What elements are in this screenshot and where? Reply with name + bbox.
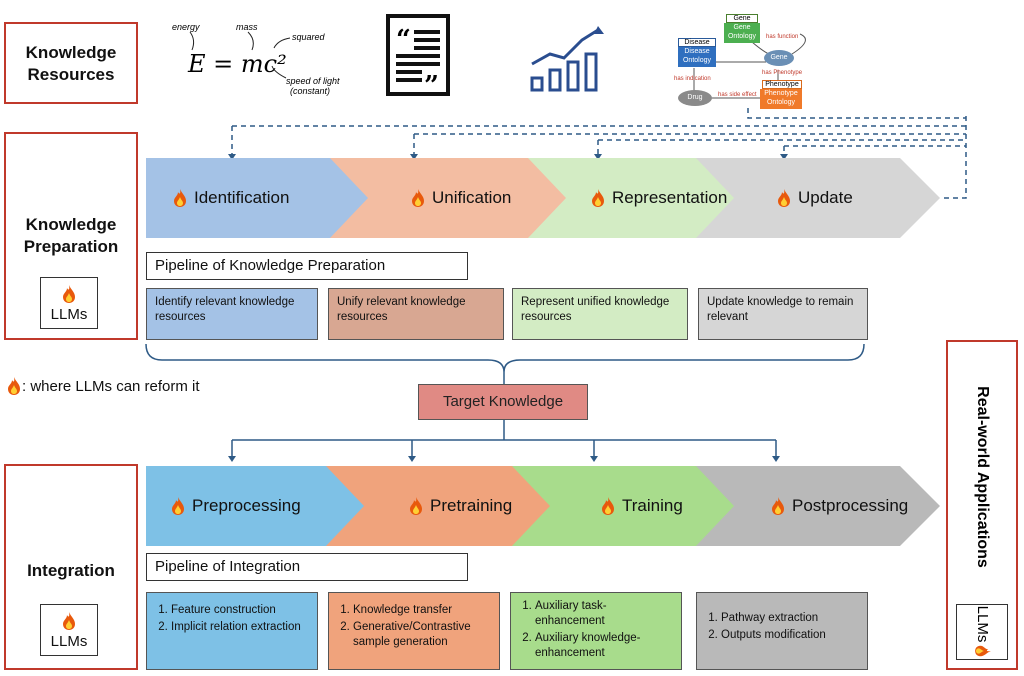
- knowledge-resources-label: Knowledge Resources: [25, 43, 117, 84]
- integration-desc-postprocessing: Pathway extraction Outputs modification: [696, 592, 868, 670]
- flame-icon: [975, 646, 991, 657]
- representation-stage: Representation: [590, 188, 727, 208]
- drug-node: Drug: [678, 90, 712, 106]
- flame-icon: [592, 189, 604, 207]
- flame-icon: [174, 189, 186, 207]
- has-function-label: has function: [766, 34, 799, 40]
- real-world-llms-rotated: LLMs: [974, 602, 992, 662]
- representation-chevron: [528, 158, 738, 238]
- flame-icon: [772, 497, 784, 515]
- postprocessing-stage: Postprocessing: [770, 496, 908, 516]
- pretraining-chevron: [326, 466, 566, 546]
- list-item: Generative/Contrastive sample generation: [353, 620, 491, 650]
- prep-pipeline-title: Pipeline of Knowledge Preparation: [146, 252, 468, 280]
- feedback-dashed-connectors: [228, 108, 967, 199]
- prep-desc-unify: Unify relevant knowledge resources: [328, 288, 504, 340]
- energy-annotation: energy: [172, 22, 200, 32]
- list-item: Outputs modification: [721, 628, 859, 643]
- flame-icon: [8, 377, 20, 395]
- preprocessing-label: Preprocessing: [192, 496, 301, 515]
- list-item: Auxiliary task-enhancement: [535, 599, 673, 629]
- integration-llms-box: LLMs: [40, 604, 98, 656]
- flame-icon: [63, 285, 75, 303]
- prep-llms-label: LLMs: [50, 306, 88, 323]
- speed-annotation-line1: speed of light: [286, 76, 340, 86]
- pretraining-label: Pretraining: [430, 496, 513, 515]
- flame-legend: : where LLMs can reform it: [6, 376, 200, 396]
- document-quote-icon: “ ”: [386, 14, 450, 96]
- flame-icon: [412, 189, 424, 207]
- equation-text: E = mc²: [188, 50, 287, 78]
- formula-graphic: energy mass squared E = mc² speed of lig…: [160, 14, 340, 100]
- legend-text: : where LLMs can reform it: [22, 377, 200, 395]
- representation-label: Representation: [612, 188, 728, 207]
- knowledge-resources-box: [4, 22, 138, 104]
- update-chevron: [696, 158, 940, 238]
- gene-node: Gene: [764, 50, 794, 66]
- brace-and-connectors: [145, 343, 865, 462]
- prep-desc-identify: Identify relevant knowledge resources: [146, 288, 318, 340]
- real-world-llms-box: LLMs: [956, 604, 1008, 660]
- list-item: Feature construction: [171, 603, 309, 618]
- flame-icon: [602, 497, 614, 515]
- integration-desc-training: Auxiliary task-enhancement Auxiliary kno…: [510, 592, 682, 670]
- preparation-chevrons: [146, 158, 940, 238]
- list-item: Auxiliary knowledge-enhancement: [535, 631, 673, 661]
- squared-annotation: squared: [292, 32, 325, 42]
- integration-chevrons: [146, 466, 940, 546]
- identification-label: Identification: [194, 188, 290, 207]
- prep-desc-update: Update knowledge to remain relevant: [698, 288, 868, 340]
- unification-stage: Unification: [410, 188, 511, 208]
- update-label: Update: [798, 188, 853, 207]
- list-item: Implicit relation extraction: [171, 620, 309, 635]
- identification-stage: Identification: [172, 188, 289, 208]
- flame-icon: [410, 497, 422, 515]
- has-indication-label: has indication: [674, 76, 711, 82]
- pretraining-stage: Pretraining: [408, 496, 512, 516]
- prep-desc-represent: Represent unified knowledge resources: [512, 288, 688, 340]
- svg-text:“: “: [396, 25, 411, 55]
- phenotype-title: Phenotype: [762, 80, 802, 89]
- annotation-arrows: [189, 31, 291, 79]
- speed-annotation-line2: (constant): [290, 86, 331, 96]
- real-world-llms-label: LLMs: [974, 605, 992, 643]
- unification-chevron: [330, 158, 572, 238]
- training-chevron: [512, 466, 738, 546]
- integration-llms-label: LLMs: [50, 633, 88, 650]
- gene-title: Gene: [726, 14, 758, 23]
- integration-label: Integration: [27, 561, 115, 580]
- postprocessing-label: Postprocessing: [792, 496, 909, 515]
- svg-text:”: ”: [424, 71, 439, 96]
- has-phenotype-label: has Phenotype: [762, 70, 803, 76]
- target-knowledge-box: Target Knowledge: [418, 384, 588, 420]
- flame-icon: [172, 497, 184, 515]
- integration-desc-pretraining: Knowledge transfer Generative/Contrastiv…: [328, 592, 500, 670]
- knowledge-preparation-label: Knowledge Preparation: [23, 215, 119, 256]
- mass-annotation: mass: [236, 22, 258, 32]
- ontology-edges: [693, 33, 806, 99]
- preprocessing-stage: Preprocessing: [170, 496, 301, 516]
- prep-llms-box: LLMs: [40, 277, 98, 329]
- integration-pipeline-title: Pipeline of Integration: [146, 553, 468, 581]
- postprocessing-chevron: [696, 466, 940, 546]
- disease-title: Disease: [678, 38, 716, 47]
- real-world-label: Real-world Applications: [974, 386, 991, 568]
- update-stage: Update: [776, 188, 853, 208]
- training-label: Training: [622, 496, 683, 515]
- training-stage: Training: [600, 496, 683, 516]
- list-item: Pathway extraction: [721, 611, 859, 626]
- has-side-effect-label: has side effect: [718, 92, 757, 98]
- flame-icon: [63, 612, 75, 630]
- unification-label: Unification: [432, 188, 512, 207]
- integration-desc-preprocessing: Feature construction Implicit relation e…: [146, 592, 318, 670]
- growth-chart-icon: [530, 26, 604, 92]
- flame-icon: [778, 189, 790, 207]
- list-item: Knowledge transfer: [353, 603, 491, 618]
